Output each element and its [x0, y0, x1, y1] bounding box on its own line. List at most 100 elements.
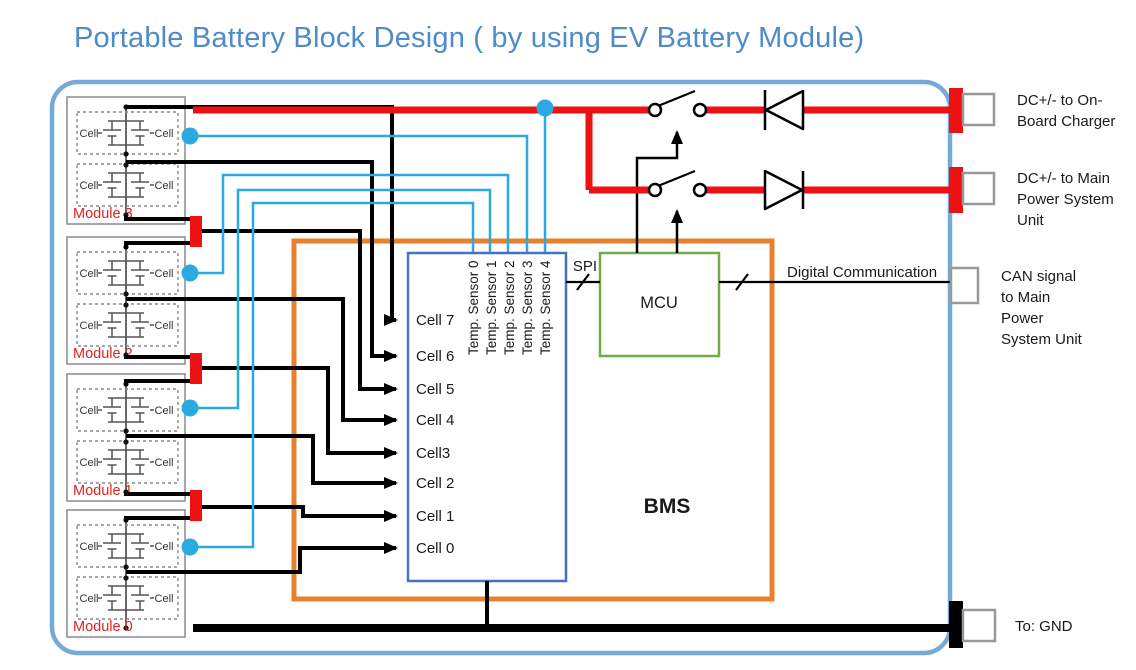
- wire-cell4: [126, 297, 398, 426]
- can-label-line3: Power: [1001, 310, 1044, 327]
- external-labels: DC+/- to On- Board Charger DC+/- to Main…: [1001, 92, 1115, 635]
- cell-label-right: Cell: [155, 128, 174, 140]
- afe-box: [406, 251, 568, 583]
- battery-cell-icon: [98, 120, 154, 146]
- wire-temp0: [190, 201, 475, 549]
- bus-bar-3-2: [190, 216, 202, 247]
- main-power-label-line1: DC+/- to Main: [1017, 170, 1110, 187]
- cell-label-right: Cell: [155, 541, 174, 553]
- battery-cell-icon: [98, 533, 154, 559]
- cell-label-right: Cell: [155, 457, 174, 469]
- cell-label-left: Cell: [80, 457, 99, 469]
- cell-label-left: Cell: [80, 128, 99, 140]
- charge-switch: [647, 89, 708, 118]
- junction-dot: [123, 564, 129, 570]
- bms-label: BMS: [644, 495, 691, 518]
- bms-box: [291, 238, 775, 602]
- temp-probe-dot: [181, 127, 199, 145]
- wire-bar-to-module0: [124, 516, 191, 522]
- junction-dot: [123, 439, 129, 445]
- bus-bar-2-1: [190, 353, 202, 384]
- cell-label-right: Cell: [155, 405, 174, 417]
- battery-cell-icon: [98, 585, 154, 611]
- main-power-connector-bar: [949, 167, 963, 213]
- afe-cell-label-5: Cell 5: [416, 381, 454, 398]
- temp-sensor-label-1: Temp. Sensor 1: [484, 260, 499, 355]
- can-label-line4: System Unit: [1001, 331, 1083, 348]
- digital-comm-label: Digital Communication: [787, 264, 937, 281]
- switch-lever: [657, 89, 696, 108]
- afe-cell-label-7: Cell 7: [416, 312, 454, 329]
- discharge-diode-icon: [763, 169, 805, 211]
- wire-temp1: [190, 188, 492, 410]
- gnd-connector-port: [961, 608, 997, 643]
- spi-bus-slash: [576, 273, 590, 291]
- afe-cell-inputs: Cell 7 Cell 6 Cell 5 Cell 4 Cell3 Cell 2…: [416, 312, 454, 557]
- cell-label-right: Cell: [155, 268, 174, 280]
- main-power-label-line3: Unit: [1017, 212, 1045, 229]
- can-label-line1: CAN signal: [1001, 268, 1076, 285]
- afe-cell-label-6: Cell 6: [416, 348, 454, 365]
- wire-bar-to-module1: [124, 379, 191, 386]
- temp-probe-dot: [536, 99, 554, 117]
- wire-module2-to-bar: [124, 355, 191, 359]
- junction-dot: [123, 302, 129, 308]
- gnd-connector-bar: [949, 601, 963, 648]
- battery-cell-icon: [98, 449, 154, 475]
- cell-label-left: Cell: [80, 320, 99, 332]
- switch-lever: [657, 169, 696, 188]
- temp-probe-dot: [181, 264, 199, 282]
- afe-temp-sensor-labels: Temp. Sensor 0 Temp. Sensor 1 Temp. Sens…: [466, 260, 553, 355]
- can-label-line2: to Main: [1001, 289, 1050, 306]
- afe-cell-label-0: Cell 0: [416, 540, 454, 557]
- switch-contact: [647, 182, 663, 198]
- switch-contact: [692, 102, 708, 118]
- spi-label: SPI: [573, 258, 597, 275]
- power-rails: [193, 106, 950, 194]
- mcu-ctrl-charge-switch: [635, 130, 683, 253]
- bus-bar-1-0: [190, 490, 202, 521]
- switch-contact: [692, 182, 708, 198]
- junction-dot: [123, 291, 129, 297]
- wire-cell6: [126, 160, 398, 362]
- temp-sensor-probes: [181, 99, 554, 556]
- module-label: Module 0: [73, 619, 133, 635]
- wire-cell2: [126, 434, 398, 489]
- cell-label-left: Cell: [80, 268, 99, 280]
- switch-contact: [647, 102, 663, 118]
- main-power-connector-port: [961, 171, 996, 206]
- temp-sensor-label-4: Temp. Sensor 4: [538, 260, 553, 355]
- main-power-label-line2: Power System: [1017, 191, 1114, 208]
- battery-cell-icon: [98, 260, 154, 286]
- temp-probe-dot: [181, 399, 199, 417]
- gnd-label: To: GND: [1015, 618, 1073, 635]
- wire-temp3: [190, 134, 529, 252]
- cell-sense-wires: [124, 105, 398, 574]
- wire-bar-to-module2: [124, 241, 191, 249]
- junction-dot: [123, 428, 129, 434]
- wire-cell0: [126, 542, 398, 574]
- digital-comm-slash: [735, 273, 749, 291]
- battery-cell-icon: [98, 172, 154, 198]
- junction-dot: [123, 575, 129, 581]
- battery-cell-icon: [98, 397, 154, 423]
- afe-cell-label-4: Cell 4: [416, 412, 454, 429]
- external-connectors: [949, 88, 997, 648]
- temp-sensor-label-2: Temp. Sensor 2: [502, 260, 517, 355]
- battery-cell-icon: [98, 312, 154, 338]
- mcu-label: MCU: [640, 294, 678, 312]
- afe-cell-label-1: Cell 1: [416, 508, 454, 525]
- afe-cell-label-2: Cell 2: [416, 475, 454, 492]
- wire-cell5: [202, 229, 398, 395]
- comm-lines: [566, 273, 951, 291]
- mcu-box: [598, 251, 721, 358]
- module-label: Module 3: [73, 206, 133, 222]
- cell-label-right: Cell: [155, 180, 174, 192]
- cell-label-left: Cell: [80, 405, 99, 417]
- module-label: Module 2: [73, 346, 133, 362]
- junction-dot: [123, 625, 129, 631]
- temp-sensor-wires: [190, 108, 547, 549]
- charge-diode-icon: [763, 89, 805, 131]
